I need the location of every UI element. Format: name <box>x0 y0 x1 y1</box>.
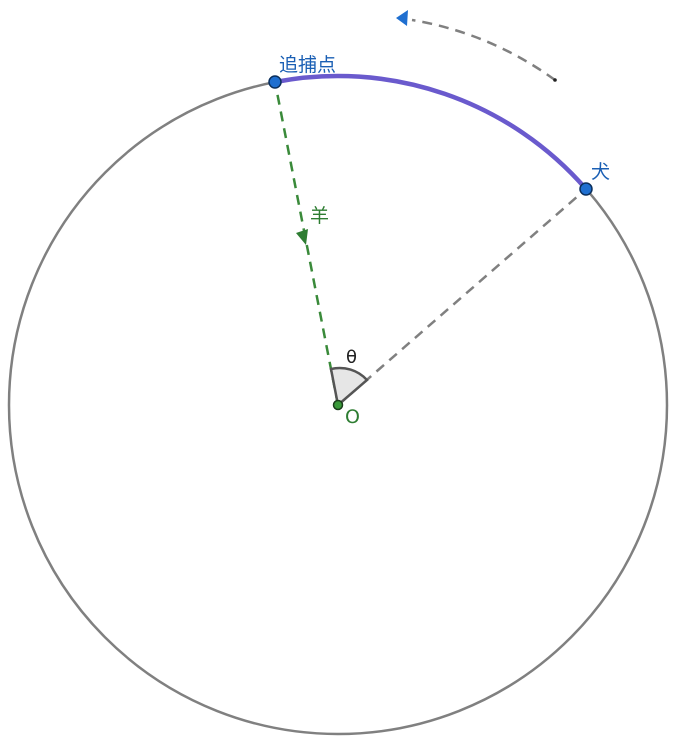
sheep-label: 羊 <box>310 205 329 227</box>
center-point[interactable] <box>332 399 344 411</box>
dog-point[interactable] <box>579 182 593 196</box>
dog-radius-line <box>337 188 587 406</box>
capture-point[interactable] <box>268 75 282 89</box>
sheep-path-line <box>273 81 340 406</box>
angle-theta-label: θ <box>346 347 357 368</box>
motion-arrow-head <box>396 10 408 26</box>
angle-theta-wedge <box>329 366 369 408</box>
center-label: O <box>345 406 360 428</box>
sheep-arrow-head <box>296 229 308 245</box>
motion-arc-start-dot <box>553 78 557 82</box>
dog-motion-arc <box>411 18 556 82</box>
capture-point-label: 追捕点 <box>279 54 336 76</box>
dog-label: 犬 <box>591 161 610 183</box>
capture-arc <box>274 73 588 191</box>
